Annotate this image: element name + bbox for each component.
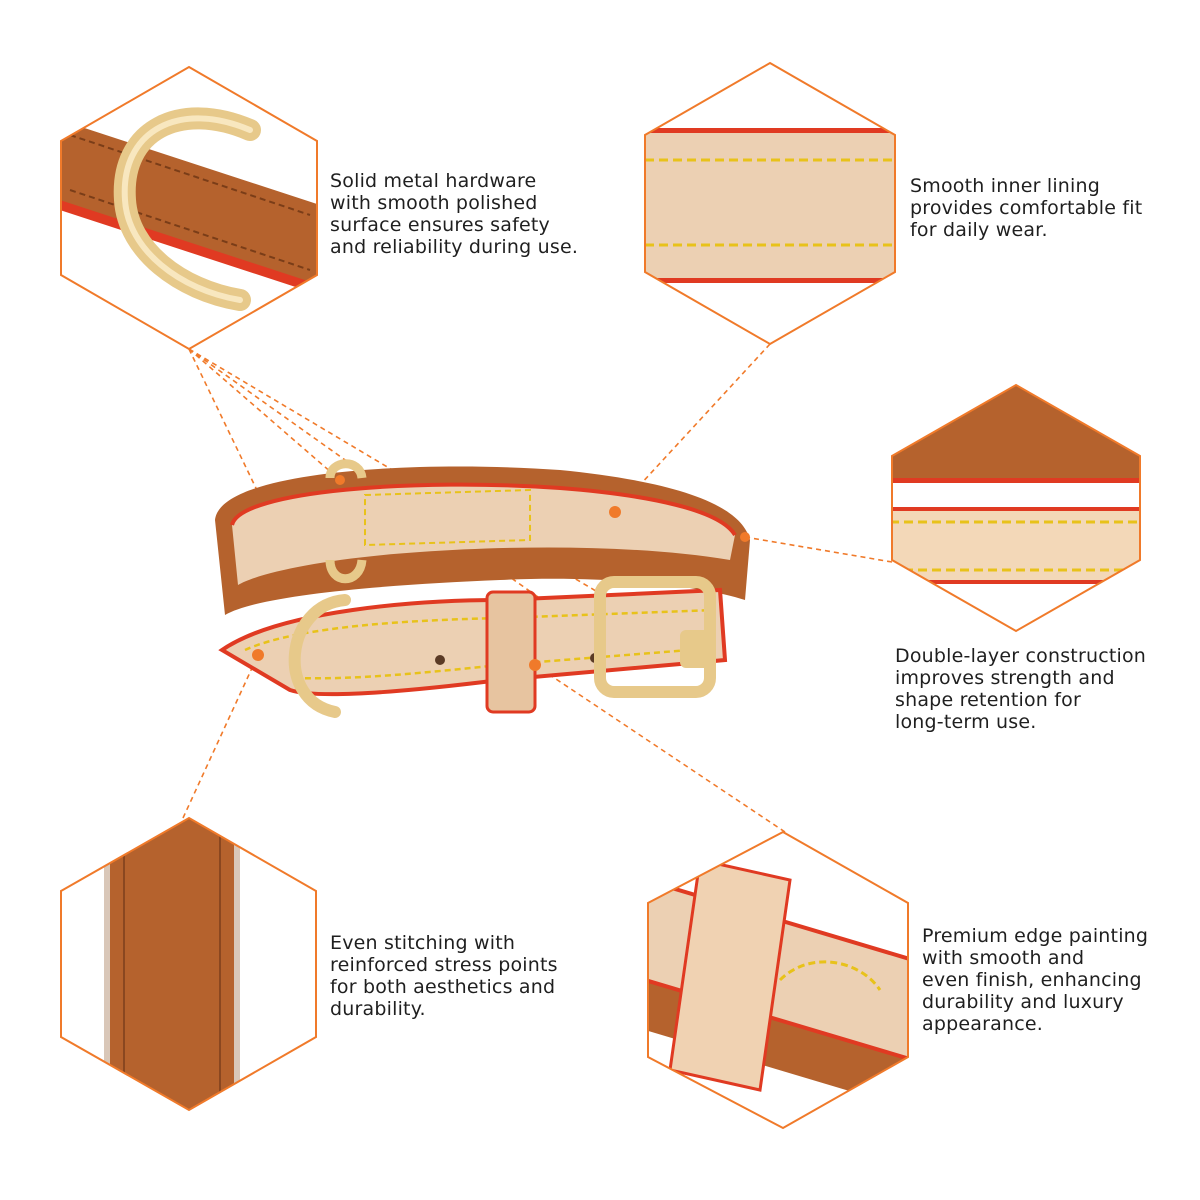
caption-line: Smooth inner lining xyxy=(910,175,1101,197)
marker-dots xyxy=(252,475,750,671)
stitching-caption: Even stitching with reinforced stress po… xyxy=(330,932,558,1020)
marker-edge-painting xyxy=(529,659,541,671)
double-layer-caption: Double-layer construction improves stren… xyxy=(895,645,1146,733)
hardware-caption: Solid metal hardware with smooth polishe… xyxy=(330,170,578,258)
caption-line: durability and luxury xyxy=(922,991,1124,1013)
marker-lining xyxy=(609,506,621,518)
stitched-strap xyxy=(108,818,236,1110)
double-layer-closeup-hexagon xyxy=(891,383,1141,633)
caption-line: improves strength and xyxy=(895,667,1115,689)
marker-double-layer xyxy=(740,532,750,542)
caption-line: even finish, enhancing xyxy=(922,969,1142,991)
caption-line: for both aesthetics and xyxy=(330,976,556,998)
caption-line: provides comfortable fit xyxy=(910,197,1143,219)
collar-product xyxy=(215,459,750,718)
caption-line: reinforced stress points xyxy=(330,954,558,976)
caption-line: Premium edge painting xyxy=(922,925,1149,947)
collar-keeper xyxy=(485,590,537,714)
caption-line: Even stitching with xyxy=(330,932,516,954)
caption-line: surface ensures safety xyxy=(330,214,550,236)
caption-line: with smooth and xyxy=(922,947,1085,969)
caption-line: appearance. xyxy=(922,1013,1043,1035)
edge-painting-caption: Premium edge painting with smooth and ev… xyxy=(922,925,1148,1035)
caption-line: Double-layer construction xyxy=(895,645,1147,667)
caption-line: and reliability during use. xyxy=(330,236,579,258)
lining-closeup-hexagon xyxy=(644,61,896,346)
marker-hardware xyxy=(335,475,345,485)
caption-line: with smooth polished xyxy=(330,192,538,214)
hardware-closeup-hexagon xyxy=(60,65,318,351)
edge-painting-closeup-hexagon xyxy=(647,830,909,1130)
outer-leather-layer xyxy=(892,385,1140,480)
collar-d-ring xyxy=(288,594,351,718)
lining-surface xyxy=(645,132,895,280)
stitching-closeup-hexagon xyxy=(60,816,317,1112)
caption-line: Solid metal hardware xyxy=(330,170,537,192)
lining-caption: Smooth inner lining provides comfortable… xyxy=(910,175,1142,241)
caption-line: shape retention for xyxy=(895,689,1081,711)
caption-line: long-term use. xyxy=(895,711,1037,733)
keeper-loop xyxy=(668,858,792,1092)
caption-line: durability. xyxy=(330,998,426,1020)
caption-line: for daily wear. xyxy=(910,219,1048,241)
marker-stitching xyxy=(252,649,264,661)
